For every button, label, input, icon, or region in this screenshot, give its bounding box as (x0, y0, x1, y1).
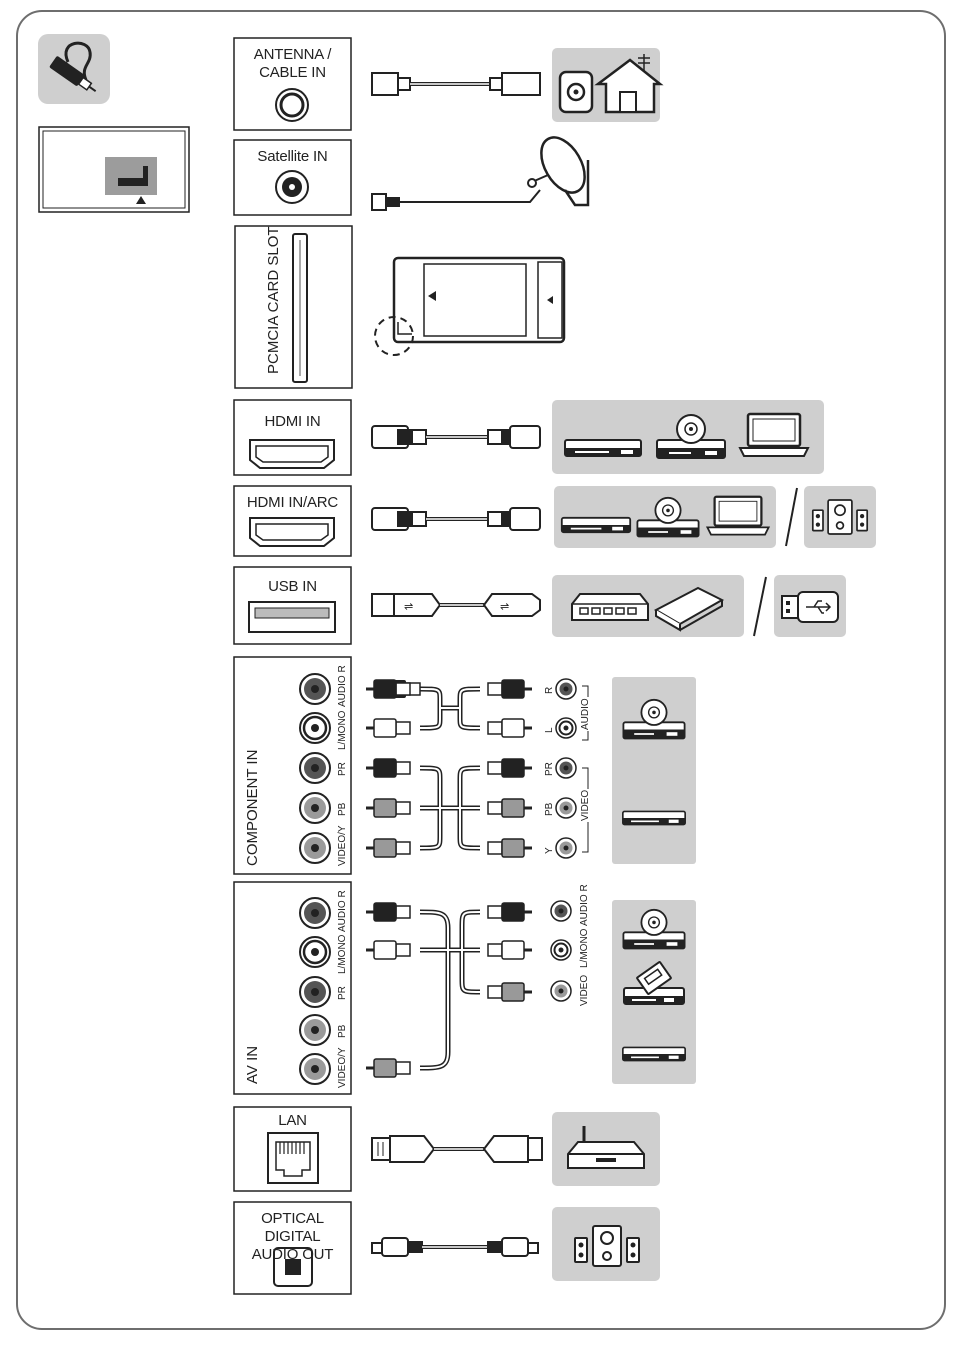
device-label-pr: PR (544, 762, 555, 776)
blu-ray-player-icon (622, 1046, 686, 1062)
device-panels (552, 48, 876, 1281)
lan-cable-icon (371, 1135, 543, 1163)
svg-text:⇌: ⇌ (500, 601, 509, 613)
page-frame (16, 10, 946, 1330)
optical-digital-audio-out-label: OPTICAL DIGITAL AUDIO OUT (251, 1210, 334, 1263)
av-cables (419, 909, 481, 1071)
usb-port-icon (248, 601, 336, 633)
laptop-icon (738, 412, 810, 458)
tv-back-icon (38, 126, 190, 213)
hdmi-port-icon (249, 439, 335, 469)
laptop-icon (706, 495, 770, 536)
ci-module-icon (374, 256, 566, 356)
jack-label-video-y: VIDEO/Y (337, 825, 348, 866)
av-device-jacks (550, 900, 572, 1002)
device-label-y: Y (544, 847, 555, 854)
device-label-l: L (544, 727, 555, 733)
component-cables (419, 686, 481, 851)
or-separator (753, 576, 767, 637)
blu-ray-player-icon (560, 516, 632, 534)
lan-label: LAN (278, 1112, 307, 1129)
satellite-in-label: Satellite IN (257, 148, 328, 165)
jack-label-pr: PR (337, 762, 348, 776)
coax-jack-icon (275, 88, 309, 122)
av-plugs (366, 902, 532, 1078)
device-label-audio: AUDIO (580, 697, 592, 731)
satellite-dish-icon (371, 136, 590, 211)
jack-label-pb: PB (337, 1024, 348, 1038)
device-label-pb: PB (544, 802, 555, 816)
coax-cable-icon (371, 72, 541, 96)
device-label-video: VIDEO (580, 788, 592, 822)
av-port-box (233, 881, 352, 1095)
jack-label-l-mono: L/MONO (337, 934, 348, 974)
device-label-r: R (544, 686, 555, 694)
vcr-icon (623, 961, 685, 1005)
cable-plug-icon (38, 34, 110, 104)
hdmi-arc-port-icon (249, 517, 335, 547)
lan-port-icon (267, 1132, 319, 1184)
jack-label-audio-r: AUDIO R (337, 890, 348, 932)
component-port-box (233, 656, 352, 875)
jack-label-audio-r: AUDIO R (337, 665, 348, 707)
usb-stick-icon (781, 591, 839, 623)
jack-label-video-y: VIDEO/Y (337, 1047, 348, 1088)
hdmi-cable-icon (371, 425, 541, 449)
jack-label-pr: PR (337, 986, 348, 1000)
or-separator (785, 487, 798, 547)
blu-ray-player-icon (622, 810, 686, 826)
device-label-audio-r: AUDIO R (579, 884, 590, 926)
optical-cable-icon (371, 1237, 539, 1257)
jack-label-l-mono: L/MONO (337, 710, 348, 750)
device-label-video: VIDEO (579, 974, 590, 1006)
hdmi-arc-cable-icon (371, 507, 541, 531)
hdmi-in-arc-label: HDMI IN/ARC (246, 494, 339, 511)
optical-port-icon (273, 1247, 313, 1287)
f-jack-icon (275, 170, 309, 204)
usb-in-label: USB IN (268, 578, 317, 595)
hard-drive-icon (571, 586, 725, 632)
jack-label-pb: PB (337, 802, 348, 816)
hdmi-in-label: HDMI IN (264, 413, 321, 430)
component-plugs-left (366, 679, 532, 858)
svg-text:⇌: ⇌ (404, 601, 413, 613)
blu-ray-player-icon (564, 439, 642, 457)
antenna-cable-in-label: ANTENNA / CABLE IN (253, 46, 332, 81)
pcmcia-card-slot-label: PCMCIA CARD SLOT (265, 226, 282, 374)
av-in-label: AV IN (244, 1045, 261, 1084)
antenna-house-icon (558, 54, 664, 114)
device-label-l-mono: L/MONO (579, 928, 590, 968)
component-in-label: COMPONENT IN (244, 749, 261, 866)
usb-cable-icon: ⇌ ⇌ (371, 593, 541, 617)
router-icon (567, 1126, 645, 1169)
